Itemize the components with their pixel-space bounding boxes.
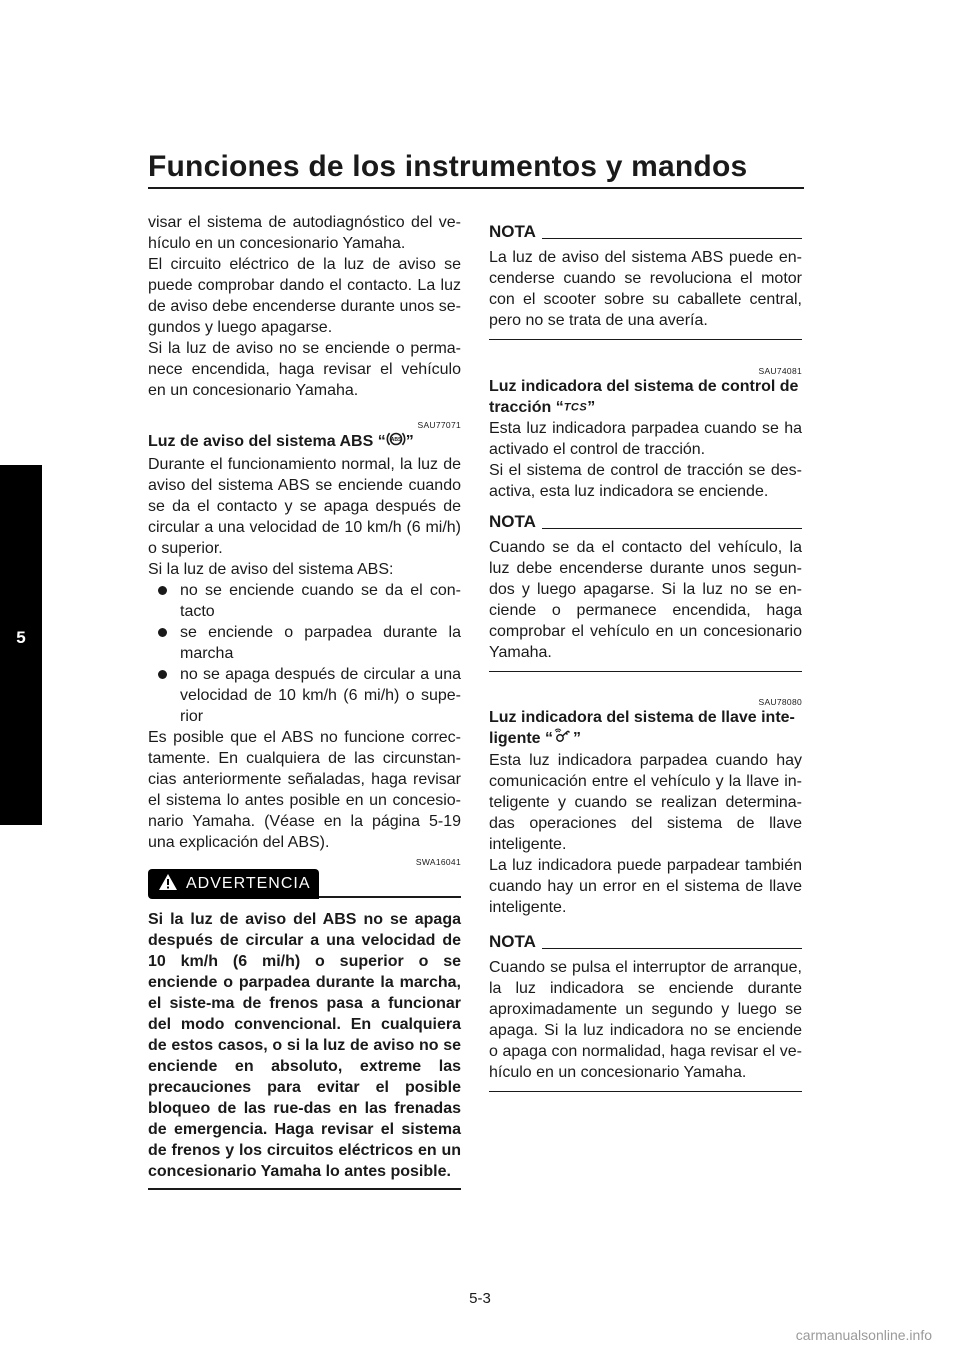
section-code-tcs: SAU74081 [758,366,802,376]
heading-tcs-line2: tracción “TCS” [489,399,596,416]
svg-text:ABS: ABS [390,437,401,443]
paragraph-abs-if: Si la luz de aviso del sistema ABS: [148,561,394,578]
abs-icon: ABS [386,430,406,454]
abs-conditions-list: no se enciende cuando se da el con-tacto… [148,580,461,727]
watermark-text: carmanualsonline.info [795,1327,932,1343]
nota-label: NOTA [489,932,536,952]
nota-rule [541,948,802,950]
bullet-icon [158,670,167,679]
right-column: NOTA La luz de aviso del sistema ABS pue… [489,220,802,1093]
nota-end-rule [489,671,802,673]
list-item: no se enciende cuando se da el con-tacto [148,580,461,622]
nota-header: NOTA [489,930,802,952]
bullet-icon [158,628,167,637]
paragraph-abs-malfunction: Es posible que el ABS no funcione correc… [148,729,461,851]
nota-tcs-text: Cuando se da el contacto del vehículo, l… [489,539,802,662]
section-code-smartkey: SAU78080 [758,697,802,708]
nota-end-rule [489,339,802,340]
heading-tcs-line1: Luz indicadora del sistema de control de [489,378,799,395]
page-title: Funciones de los instrumentos y mandos [148,150,748,183]
tcs-icon: TCS [563,401,588,414]
warning-end-rule [148,1188,461,1190]
page-number: 5-3 [469,1290,491,1307]
title-rule [148,187,804,189]
nota-smartkey-text: Cuando se pulsa el interruptor de arranq… [489,959,802,1082]
heading-abs-warning-light: Luz de aviso del sistema ABS “ABS” [148,430,461,454]
left-column: visar el sistema de autodiagnóstico del … [148,212,461,1190]
section-code-abs: SAU77071 [417,420,461,430]
paragraph-tcs-off: Si el sistema de control de tracción se … [489,462,802,501]
nota-abs-text: La luz de aviso del sistema ABS puede en… [489,249,802,329]
heading-smartkey-line2: ligente “” [489,728,802,750]
list-item: se enciende o parpadea durante la marcha [148,622,461,664]
nota-header: NOTA [489,220,802,242]
warning-header: ADVERTENCIA [148,867,461,899]
nota-label: NOTA [489,512,536,532]
paragraph-circuit-check: El circuito eléctrico de la luz de aviso… [148,256,461,336]
list-item: no se apaga después de circular a una ve… [148,664,461,727]
chapter-number: 5 [16,628,26,647]
paragraph-tcs-flashes: Esta luz indicadora parpadea cuando se h… [489,420,802,459]
warning-rule [318,896,461,898]
nota-rule [541,528,802,530]
paragraph-smartkey-error: La luz indicadora puede parpadear tambié… [489,857,802,917]
paragraph-abs-normal: Durante el funcionamiento normal, la luz… [148,456,461,557]
warning-triangle-icon [158,873,178,896]
chapter-tab [0,465,42,825]
nota-rule [541,238,802,239]
nota-label: NOTA [489,222,536,241]
paragraph-dealer-check: Si la luz de aviso no se enciende o perm… [148,340,461,399]
warning-label: ADVERTENCIA [186,875,311,892]
paragraph-smartkey-flashes: Esta luz indicadora parpadea cuando hay … [489,752,802,854]
heading-smartkey-line1: Luz indicadora del sistema de llave inte… [489,709,795,727]
smart-key-icon [553,728,573,750]
section-code-warning: SWA16041 [415,857,461,867]
paragraph-diagnostic: visar el sistema de autodiagnóstico del … [148,214,461,252]
nota-end-rule [489,1091,802,1093]
warning-text: Si la luz de aviso del ABS no se apaga d… [148,911,461,1180]
warning-label-box: ADVERTENCIA [148,869,319,899]
nota-header: NOTA [489,510,802,532]
bullet-icon [158,586,167,595]
